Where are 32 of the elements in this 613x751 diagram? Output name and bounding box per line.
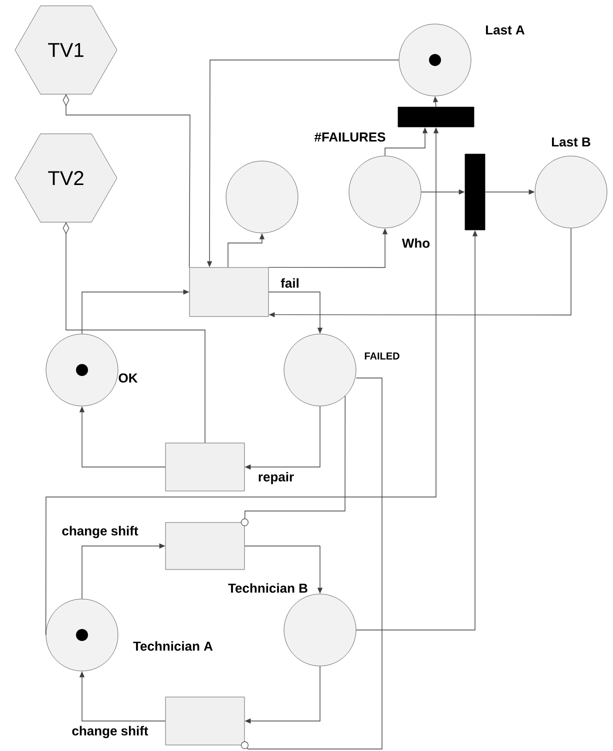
place-label: repair — [258, 472, 294, 484]
arrow — [240, 396, 346, 526]
place-label: change shift — [72, 726, 148, 738]
place-circle — [348, 156, 422, 228]
place-label: fail — [280, 278, 298, 288]
place-circle — [226, 160, 298, 234]
hexagon: TV1 — [14, 6, 118, 94]
place-label: FAILED — [364, 352, 400, 360]
transition-bar — [464, 154, 486, 230]
place-label: Technician A — [133, 641, 213, 651]
place-circle — [534, 156, 608, 228]
place-circle — [46, 598, 118, 672]
place-label: Technician B — [228, 583, 308, 593]
transition-bar — [398, 106, 474, 128]
place-circle — [284, 334, 356, 406]
transition-box — [165, 522, 245, 570]
place-label: OK — [118, 373, 138, 383]
place-label: Last A — [486, 25, 525, 35]
place-label: #FAILURES — [314, 132, 386, 142]
transition-box — [165, 696, 245, 746]
place-label: Last B — [552, 137, 590, 147]
place-label: Who — [402, 238, 430, 248]
place-circle — [398, 24, 472, 96]
place-circle — [284, 594, 356, 666]
place-label: change shift — [62, 526, 138, 538]
transition-box — [189, 267, 269, 317]
arrow — [62, 222, 206, 444]
transition-box — [165, 442, 245, 492]
hexagon: TV2 — [14, 134, 118, 222]
arrow — [62, 94, 190, 268]
arrow — [240, 378, 382, 750]
place-circle — [46, 334, 118, 406]
